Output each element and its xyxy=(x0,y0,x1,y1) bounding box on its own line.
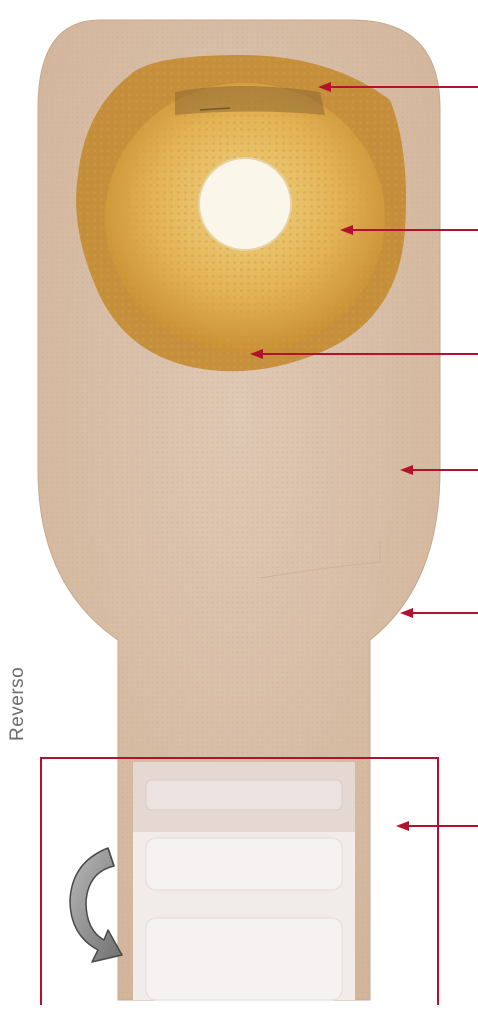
turn-arrow-icon xyxy=(70,848,122,962)
pointer-arrow-5 xyxy=(400,608,478,618)
outlet-closure xyxy=(133,762,355,1000)
reverso-label: Reverso xyxy=(7,681,29,741)
